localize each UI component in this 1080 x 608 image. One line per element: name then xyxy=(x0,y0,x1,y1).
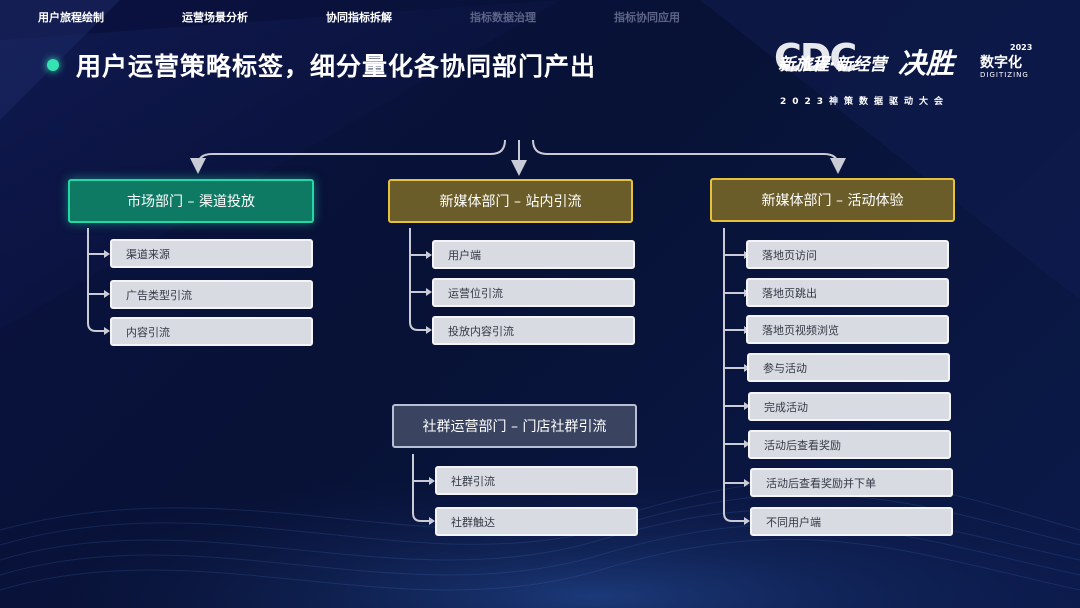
group-campaign-item: 完成活动 xyxy=(748,392,951,421)
group-onsite-item: 用户端 xyxy=(432,240,635,269)
group-marketing-item: 广告类型引流 xyxy=(110,280,313,309)
group-campaign-item: 落地页访问 xyxy=(746,240,949,269)
group-community-item: 社群引流 xyxy=(435,466,638,495)
group-campaign-item: 活动后查看奖励并下单 xyxy=(750,468,953,497)
group-marketing-item: 渠道来源 xyxy=(110,239,313,268)
nav-item-metrics-breakdown[interactable]: 协同指标拆解 xyxy=(326,11,392,24)
group-campaign-item: 活动后查看奖励 xyxy=(748,430,951,459)
nav-item-data-governance[interactable]: 指标数据治理 xyxy=(470,11,536,24)
logo-year: 2023 xyxy=(1010,43,1033,52)
logo-conference-name: 2023神策数据驱动大会 xyxy=(780,97,950,107)
group-onsite-item: 运营位引流 xyxy=(432,278,635,307)
title-bullet-dot xyxy=(47,59,59,71)
group-marketing-item: 内容引流 xyxy=(110,317,313,346)
logo-cdc: CDC xyxy=(774,36,857,80)
logo-digitizing-en: DIGITIZING xyxy=(980,71,1029,79)
group-onsite-item: 投放内容引流 xyxy=(432,316,635,345)
group-campaign-item: 落地页视频浏览 xyxy=(746,315,949,344)
page-title: 用户运营策略标签，细分量化各协同部门产出 xyxy=(76,52,597,81)
logo-digitizing-cn: 数字化 xyxy=(980,55,1022,71)
nav-item-journey[interactable]: 用户旅程绘制 xyxy=(38,11,104,24)
nav-item-scenario[interactable]: 运营场景分析 xyxy=(182,11,248,24)
event-logo: CDC 新旅程·新经营 决胜 数字化 2023 DIGITIZING 2023神… xyxy=(772,36,1042,110)
top-navigation: 用户旅程绘制 运营场景分析 协同指标拆解 指标数据治理 指标协同应用 xyxy=(0,0,700,32)
group-marketing-header: 市场部门 – 渠道投放 xyxy=(68,179,314,223)
logo-slogan: 新旅程·新经营 xyxy=(778,55,887,75)
group-campaign-item: 参与活动 xyxy=(747,353,950,382)
group-community-header: 社群运营部门 – 门店社群引流 xyxy=(392,404,637,448)
group-onsite-header: 新媒体部门 – 站内引流 xyxy=(388,179,633,223)
group-community-item: 社群触达 xyxy=(435,507,638,536)
logo-script: 决胜 xyxy=(898,47,955,80)
nav-item-metrics-application[interactable]: 指标协同应用 xyxy=(614,11,680,24)
group-campaign-item: 落地页跳出 xyxy=(746,278,949,307)
group-campaign-item: 不同用户端 xyxy=(750,507,953,536)
group-campaign-header: 新媒体部门 – 活动体验 xyxy=(710,178,955,222)
